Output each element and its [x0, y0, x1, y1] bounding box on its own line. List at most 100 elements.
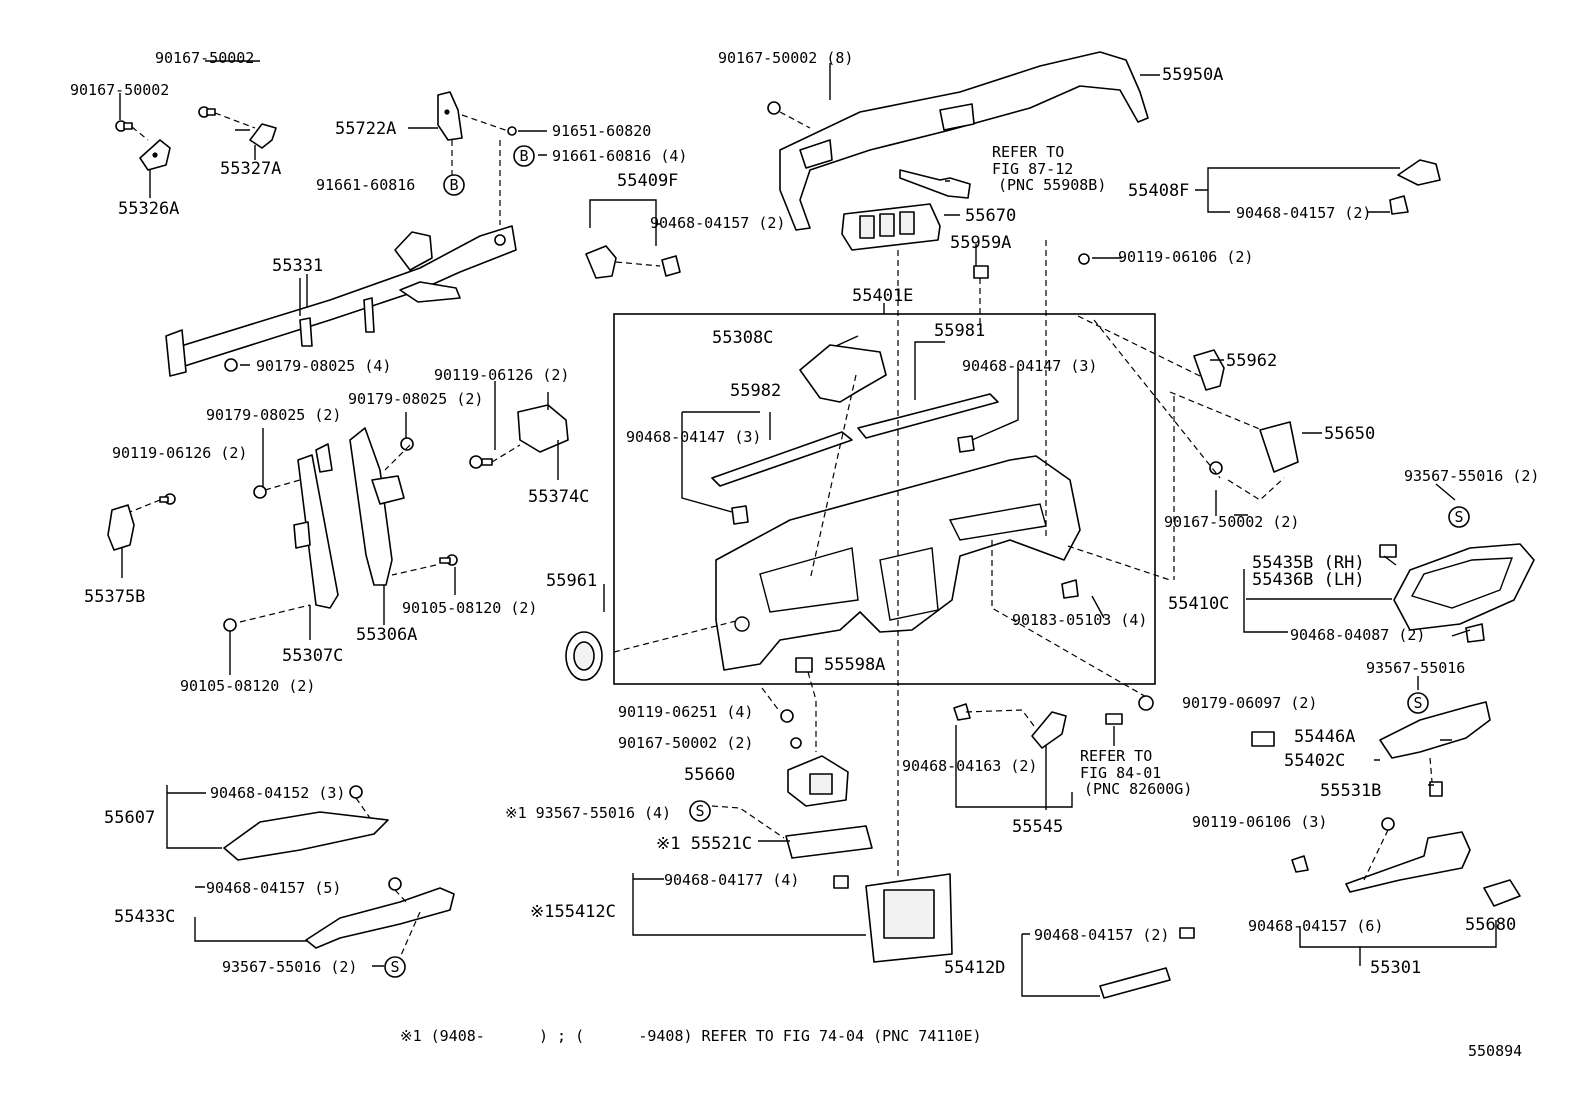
nut-90179-08025-4 [224, 358, 238, 372]
vent-55650 [1259, 421, 1299, 473]
marker-b-1: B [513, 145, 535, 167]
vent-55962 [1193, 349, 1225, 391]
switch-55446a [1251, 731, 1275, 747]
label-90179-08025-2-a: 90179-08025 (2) [348, 390, 483, 408]
label-55326a: 55326A [118, 199, 179, 219]
label-93567-55016-2-a: 93567-55016 (2) [1404, 467, 1539, 485]
label-55308c: 55308C [712, 328, 773, 348]
label-90468-04147-3-b: 90468-04147 (3) [626, 428, 761, 446]
label-55374c: 55374C [528, 487, 589, 507]
label-55436b: 55436B (LH) [1252, 570, 1365, 590]
label-55401e: 55401E [852, 286, 913, 306]
label-55950a: 55950A [1162, 65, 1223, 85]
label-55306a: 55306A [356, 625, 417, 645]
label-55531b: 55531B [1320, 781, 1381, 801]
support-beam-55331 [165, 225, 517, 377]
label-refer-84-line1: REFER TO [1080, 747, 1152, 765]
label-55982: 55982 [730, 381, 781, 401]
panel-55402c [1379, 701, 1491, 759]
label-90468-04157-2-b: 90468-04157 (2) [650, 214, 785, 232]
label-refer-87-line3: (PNC 55908B) [998, 176, 1106, 194]
label-55680: 55680 [1465, 915, 1516, 935]
marker-s-1: S [1448, 506, 1470, 528]
duct-55308c [799, 344, 887, 403]
label-90183-05103-4: 90183-05103 (4) [1012, 611, 1147, 629]
reinforcement-55950a [779, 51, 1149, 231]
bolt-90167-50002-2a [1209, 461, 1223, 475]
brace-55306a [349, 427, 405, 586]
panel-55545 [1031, 711, 1067, 749]
label-90468-04157-5: 90468-04157 (5) [206, 879, 341, 897]
svg-text:B: B [519, 147, 528, 165]
label-55307c: 55307C [282, 646, 343, 666]
label-55598a: 55598A [824, 655, 885, 675]
label-93567-55016-2-b: 93567-55016 (2) [222, 958, 357, 976]
marker-b-2: B [443, 174, 465, 196]
label-90167-50002-2-b: 90167-50002 (2) [618, 734, 753, 752]
label-90468-04147-3-a: 90468-04147 (3) [962, 357, 1097, 375]
label-55402c: 55402C [1284, 751, 1345, 771]
bolt-91651-60820 [507, 126, 517, 136]
label-90119-06126-2-a: 90119-06126 (2) [434, 366, 569, 384]
bolt-90105-08120-a [439, 554, 458, 566]
bolt-90119-06251-4 [780, 709, 794, 723]
label-55670: 55670 [965, 206, 1016, 226]
label-90468-04157-6: 90468-04157 (6) [1248, 917, 1383, 935]
label-55446a: 55446A [1294, 727, 1355, 747]
clip-55598a [795, 657, 813, 673]
bracket-55374c [517, 404, 569, 453]
clip-90468-04087 [1465, 623, 1485, 643]
brace-55375b [107, 504, 135, 551]
clip-90468-04163-2 [953, 703, 971, 721]
label-91661-60816: 91661-60816 [316, 176, 415, 194]
bolt-90119-06126-b [469, 455, 493, 469]
clip-55409f [585, 245, 681, 279]
box-55521c [785, 825, 873, 859]
label-55607: 55607 [104, 808, 155, 828]
label-90105-08120-2-b: 90105-08120 (2) [180, 677, 315, 695]
label-90468-04152-3: 90468-04152 (3) [210, 784, 345, 802]
label-90119-06251-4: 90119-06251 (4) [618, 703, 753, 721]
bolt-90167-50002-2b [790, 737, 802, 749]
label-55433c: 55433C [114, 907, 175, 927]
nut-90179-06097-2 [1138, 695, 1154, 711]
label-90179-08025-4: 90179-08025 (4) [256, 357, 391, 375]
vent-55961 [565, 631, 603, 681]
label-55722a: 55722A [335, 119, 396, 139]
clip-90183-05103 [1061, 579, 1079, 599]
label-90119-06126-2-b: 90119-06126 (2) [112, 444, 247, 462]
label-55961: 55961 [546, 571, 597, 591]
svg-text:S: S [695, 802, 704, 820]
clip-90468-04157-6 [1291, 855, 1309, 873]
brace-55307c [293, 443, 339, 609]
marker-s-4: S [384, 956, 406, 978]
defroster-55981 [857, 393, 999, 453]
label-91651-60820: 91651-60820 [552, 122, 651, 140]
svg-text:S: S [390, 958, 399, 976]
leader-dashes-center [613, 240, 1285, 880]
svg-text:B: B [449, 176, 458, 194]
panel-55412c [865, 873, 953, 963]
vent-55670 [841, 169, 971, 251]
panel-55607 [223, 785, 389, 861]
trim-55412d [1099, 927, 1195, 999]
label-90167-50002-8: 90167-50002 (8) [718, 49, 853, 67]
label-55375b: 55375B [84, 587, 145, 607]
cluster-finish-55410c [1393, 543, 1535, 631]
label-55435b: 55435B (RH) [1252, 553, 1365, 573]
label-55981: 55981 [934, 321, 985, 341]
bracket-55327a [249, 123, 277, 149]
label-90119-06106-2: 90119-06106 (2) [1118, 248, 1253, 266]
defroster-55982 [711, 431, 853, 525]
bolt-90119-06106-3 [1381, 817, 1395, 831]
label-55962: 55962 [1226, 351, 1277, 371]
label-refer-87-line2: FIG 87-12 [992, 160, 1073, 178]
svg-text:S: S [1454, 508, 1463, 526]
bolt-90105-08120-b [223, 618, 237, 632]
label-90119-06106-3: 90119-06106 (3) [1192, 813, 1327, 831]
label-55327a: 55327A [220, 159, 281, 179]
label-refer-87-line1: REFER TO [992, 143, 1064, 161]
label-90179-06097-2: 90179-06097 (2) [1182, 694, 1317, 712]
vent-55660 [787, 755, 849, 807]
label-90179-08025-2-b: 90179-08025 (2) [206, 406, 341, 424]
